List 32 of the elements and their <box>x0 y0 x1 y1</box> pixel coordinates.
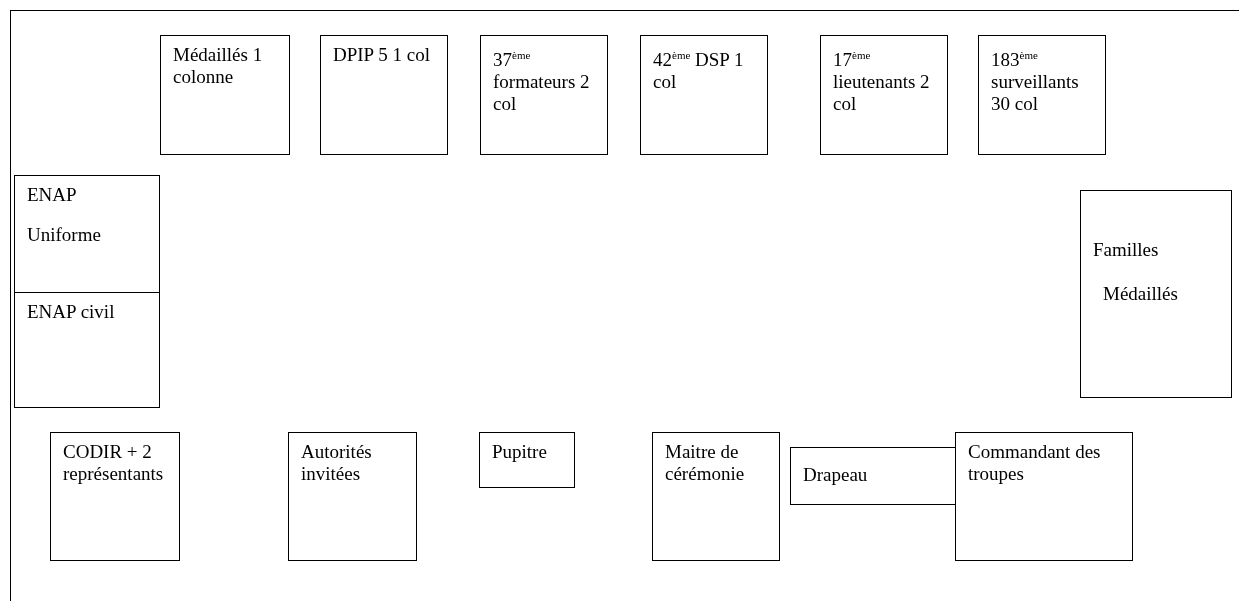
block-label: Uniforme <box>27 224 101 246</box>
block-label: 37$^{ème}$ formateurs 2 col <box>493 48 591 116</box>
block-label: 17$^{ème}$ lieutenants 2 col <box>833 48 931 116</box>
seating-block <box>955 432 1133 561</box>
block-label: Drapeau <box>803 464 868 486</box>
seating-block <box>790 447 958 505</box>
seating-block <box>652 432 780 561</box>
seating-block <box>14 292 160 408</box>
seating-block <box>820 35 948 155</box>
seating-block <box>1080 190 1232 398</box>
block-label: 183$^{ème}$ surveillants 30 col <box>991 48 1080 116</box>
block-label: ENAP civil <box>27 301 115 323</box>
block-label: ENAP <box>27 184 77 206</box>
block-label: Autorités invitées <box>301 441 373 485</box>
seating-block <box>978 35 1106 155</box>
block-label: Pupitre <box>492 441 547 463</box>
seating-block <box>479 432 575 488</box>
block-label: Médaillés 1 colonne <box>173 44 264 88</box>
seating-block <box>14 175 160 293</box>
seating-block <box>640 35 768 155</box>
seating-block <box>160 35 290 155</box>
block-label: Médaillés <box>1103 283 1178 305</box>
seating-block <box>50 432 180 561</box>
block-label: CODIR + 2 représentants <box>63 441 165 485</box>
seating-block <box>320 35 448 155</box>
block-label: DPIP 5 1 col <box>333 44 430 66</box>
block-label: Maitre de cérémonie <box>665 441 746 485</box>
seating-block <box>288 432 417 561</box>
block-label: Familles <box>1093 239 1159 261</box>
block-label: 42$^{ème}$ DSP 1 col <box>653 48 745 94</box>
seating-block <box>480 35 608 155</box>
block-label: Commandant des troupes <box>968 441 1102 485</box>
